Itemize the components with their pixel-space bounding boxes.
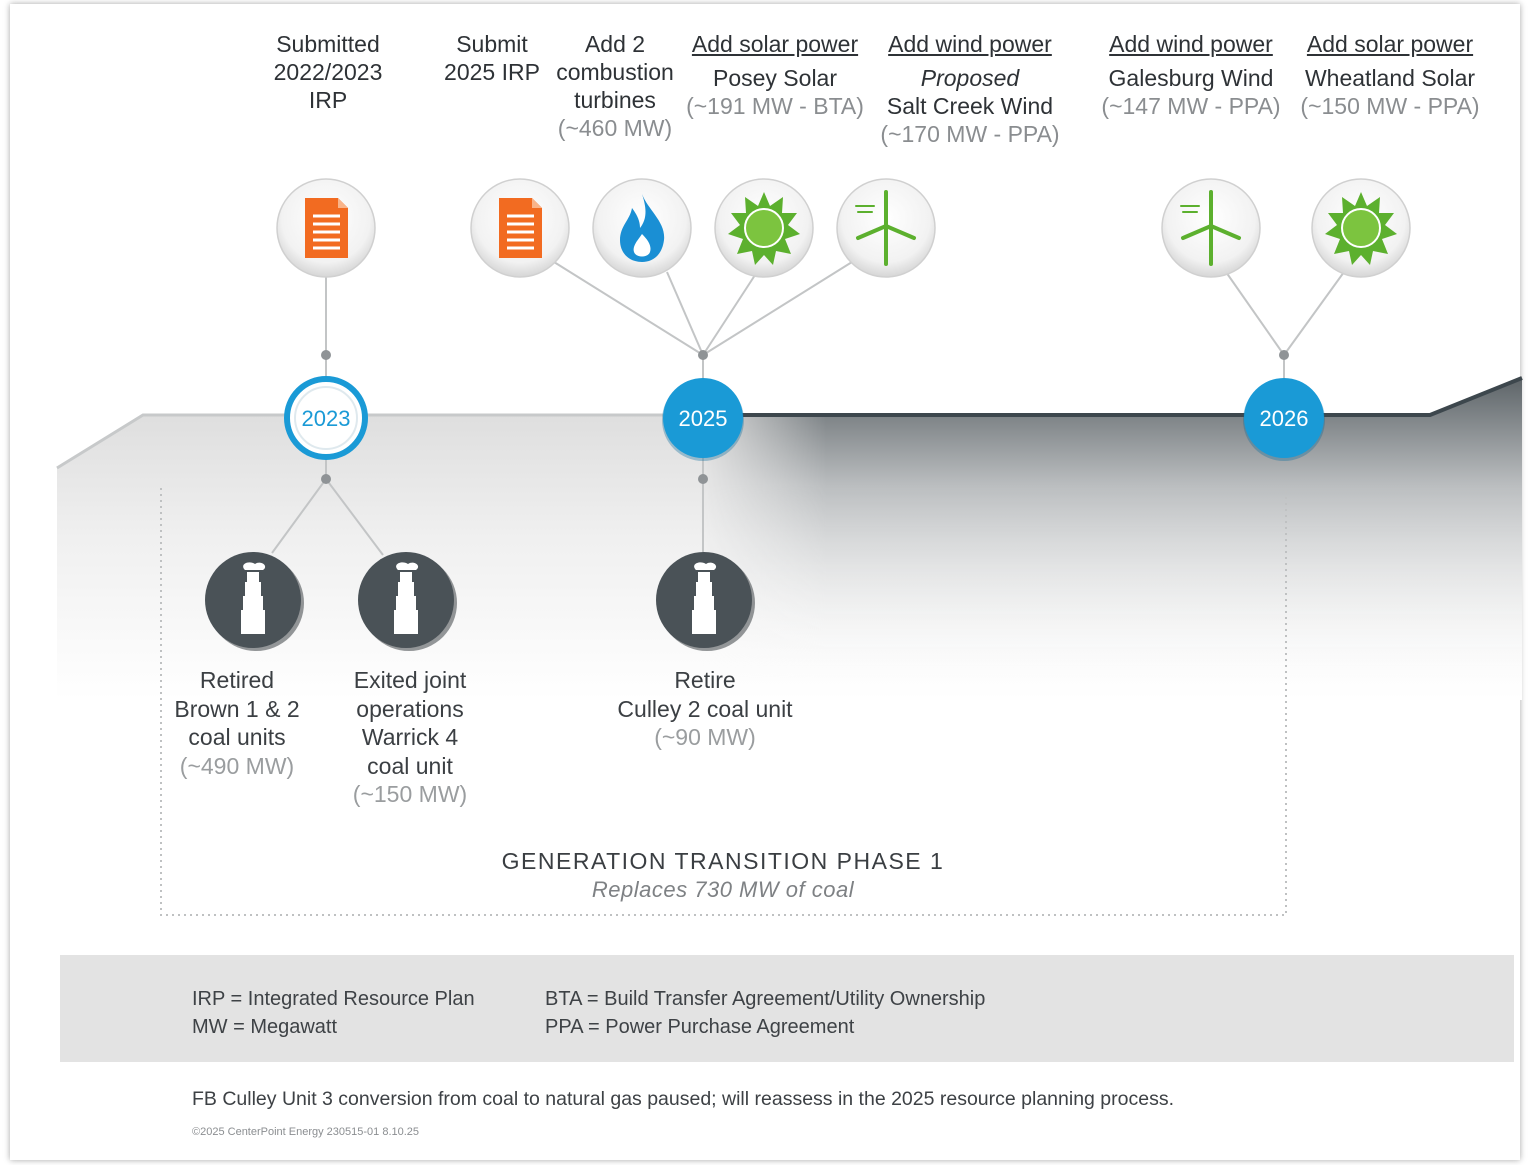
document-icon [470, 178, 570, 278]
label-line: Submitted [276, 31, 380, 57]
label-status: Proposed [920, 65, 1020, 91]
legend-right-column: BTA = Build Transfer Agreement/Utility O… [545, 985, 985, 1041]
label-mw: (~170 MW - PPA) [880, 121, 1060, 147]
label-mw: (~490 MW) [179, 752, 295, 779]
year-marker-2025: 2025 [662, 378, 744, 461]
copyright: ©2025 CenterPoint Energy 230515-01 8.10.… [192, 1126, 420, 1138]
label-action: Add solar power [691, 31, 859, 57]
label-brown-retired: Retired Brown 1 & 2 coal units (~490 MW) [174, 666, 299, 780]
label-line: Exited joint [353, 667, 467, 693]
flame-icon [592, 178, 692, 278]
label-line: coal unit [367, 752, 453, 779]
phase-title: GENERATION TRANSITION PHASE 1 [501, 848, 945, 874]
label-culley-retire: Retire Culley 2 coal unit (~90 MW) [617, 666, 792, 752]
label-project-name: Salt Creek Wind [886, 93, 1054, 119]
label-mw: (~147 MW - PPA) [1101, 93, 1281, 119]
label-action: Add wind power [888, 31, 1052, 57]
wind-turbine-icon [836, 178, 936, 278]
label-action: Add solar power [1306, 31, 1474, 57]
phase-subtitle: Replaces 730 MW of coal [591, 877, 855, 902]
year-label-2026: 2026 [1260, 406, 1309, 431]
label-mw: (~191 MW - BTA) [686, 93, 864, 119]
label-line: Submit [456, 31, 528, 57]
label-project-name: Galesburg Wind [1108, 65, 1274, 91]
legend-item-ppa: PPA = Power Purchase Agreement [545, 1016, 855, 1038]
bottom-connectors [271, 458, 704, 556]
label-line: 2022/2023 [273, 59, 383, 85]
label-salt-creek-wind: Add wind power Proposed Salt Creek Wind … [880, 30, 1059, 148]
label-submit-2025-irp: Submit 2025 IRP [444, 30, 540, 86]
label-galesburg-wind: Add wind power Galesburg Wind (~147 MW -… [1101, 30, 1280, 120]
label-mw: (~460 MW) [557, 115, 673, 141]
label-line: turbines [574, 87, 656, 113]
phase-box-border [160, 488, 1287, 916]
year-label-2023: 2023 [302, 406, 351, 431]
sun-icon [1311, 178, 1411, 278]
label-mw: (~150 MW) [352, 781, 468, 807]
timeline-edge-dark [700, 376, 1523, 417]
year-marker-2023: 2023 [284, 376, 368, 460]
legend-panel: IRP = Integrated Resource Plan MW = Mega… [60, 955, 1514, 1062]
label-line: Retired [199, 667, 275, 693]
footnote: FB Culley Unit 3 conversion from coal to… [192, 1088, 1175, 1110]
label-line: coal units [188, 724, 286, 750]
label-line: Add 2 [584, 31, 646, 57]
sun-icon [714, 178, 814, 278]
smokestack-icon [656, 552, 755, 651]
label-line: Retire [674, 667, 736, 693]
year-marker-2026: 2026 [1243, 378, 1325, 461]
label-mw: (~150 MW - PPA) [1300, 93, 1480, 119]
label-line: Warrick 4 [361, 724, 459, 750]
legend-item-irp: IRP = Integrated Resource Plan [192, 988, 475, 1010]
label-combustion-turbines: Add 2 combustion turbines (~460 MW) [556, 30, 674, 142]
label-line: Culley 2 coal unit [617, 695, 793, 722]
label-line: 2025 IRP [444, 59, 540, 85]
label-project-name: Posey Solar [712, 65, 838, 91]
legend-item-mw: MW = Megawatt [192, 1016, 338, 1038]
legend-left-column: IRP = Integrated Resource Plan MW = Mega… [192, 985, 475, 1041]
label-line: operations [356, 695, 464, 722]
label-wheatland-solar: Add solar power Wheatland Solar (~150 MW… [1300, 30, 1479, 120]
label-submitted-irp: Submitted 2022/2023 IRP [274, 30, 383, 114]
label-line: IRP [308, 87, 348, 113]
wind-turbine-icon [1161, 178, 1261, 278]
year-label-2025: 2025 [679, 406, 728, 431]
label-line: combustion [556, 59, 674, 85]
label-project-name: Wheatland Solar [1304, 65, 1476, 91]
legend-item-bta: BTA = Build Transfer Agreement/Utility O… [545, 988, 986, 1010]
timeline-edge-light [56, 413, 700, 470]
label-line: Brown 1 & 2 [174, 695, 300, 722]
timeline-band-dark [700, 378, 1522, 680]
label-action: Add wind power [1109, 31, 1273, 57]
label-mw: (~90 MW) [654, 724, 756, 750]
label-warrick-exit: Exited joint operations Warrick 4 coal u… [353, 666, 467, 809]
label-posey-solar: Add solar power Posey Solar (~191 MW - B… [686, 30, 864, 120]
smokestack-icon [205, 552, 304, 651]
top-connectors [325, 261, 1345, 379]
document-icon [276, 178, 376, 278]
smokestack-icon [358, 552, 457, 651]
connector-dots [321, 350, 1289, 484]
